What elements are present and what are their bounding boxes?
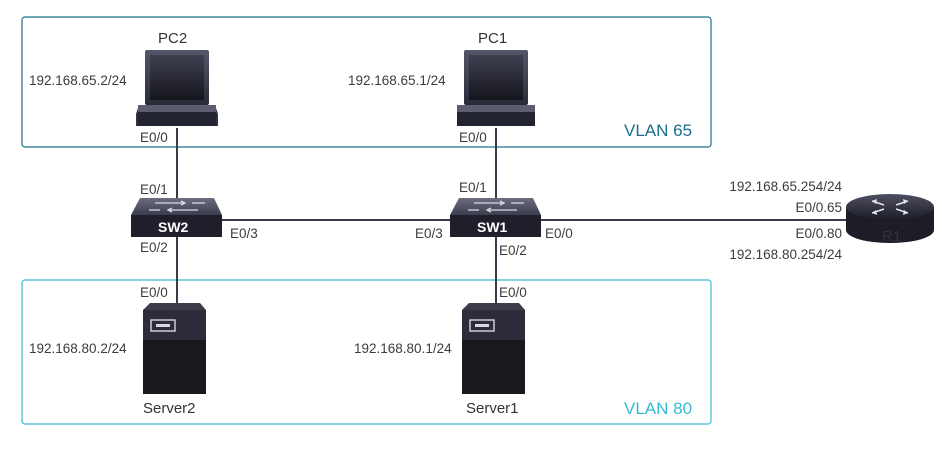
vlan-65-label: VLAN 65 — [624, 121, 693, 140]
sw1-port-right: E0/0 — [545, 226, 573, 241]
sw1-name: SW1 — [477, 219, 508, 235]
sw2-port-down: E0/2 — [140, 240, 168, 255]
sw2-port-right: E0/3 — [230, 226, 258, 241]
server1-port: E0/0 — [499, 285, 527, 300]
pc1-laptop-icon[interactable] — [457, 50, 535, 126]
pc2-name: PC2 — [158, 30, 188, 47]
r1-sub1-ip: 192.168.65.254/24 — [729, 179, 842, 194]
r1-name: R1 — [882, 228, 902, 245]
server1-ip: 192.168.80.1/24 — [354, 341, 452, 356]
links — [176, 128, 850, 310]
sw1-port-down: E0/2 — [499, 243, 527, 258]
r1-router-icon[interactable] — [846, 194, 934, 243]
pc1-ip: 192.168.65.1/24 — [348, 73, 446, 88]
server2-name: Server2 — [143, 400, 196, 417]
sw2-port-up: E0/1 — [140, 182, 168, 197]
sw1-switch-icon[interactable] — [450, 198, 541, 237]
vlan-80-label: VLAN 80 — [624, 399, 693, 418]
sw2-switch-icon[interactable] — [131, 198, 222, 237]
pc2-ip: 192.168.65.2/24 — [29, 73, 127, 88]
server1-icon[interactable] — [462, 303, 525, 394]
server1-name: Server1 — [466, 400, 519, 417]
r1-sub2-ip: 192.168.80.254/24 — [729, 247, 842, 262]
server2-port: E0/0 — [140, 285, 168, 300]
sw1-port-left: E0/3 — [415, 226, 443, 241]
server2-icon[interactable] — [143, 303, 206, 394]
pc1-name: PC1 — [478, 30, 508, 47]
pc2-port: E0/0 — [140, 130, 168, 145]
sw2-name: SW2 — [158, 219, 189, 235]
pc1-port: E0/0 — [459, 130, 487, 145]
r1-sub2-port: E0/0.80 — [795, 226, 842, 241]
vlan-80-zone — [21, 279, 712, 425]
server2-ip: 192.168.80.2/24 — [29, 341, 127, 356]
pc2-laptop-icon[interactable] — [136, 50, 218, 126]
vlan-65-zone — [21, 16, 712, 148]
r1-sub1-port: E0/0.65 — [795, 200, 842, 215]
sw1-port-up: E0/1 — [459, 180, 487, 195]
